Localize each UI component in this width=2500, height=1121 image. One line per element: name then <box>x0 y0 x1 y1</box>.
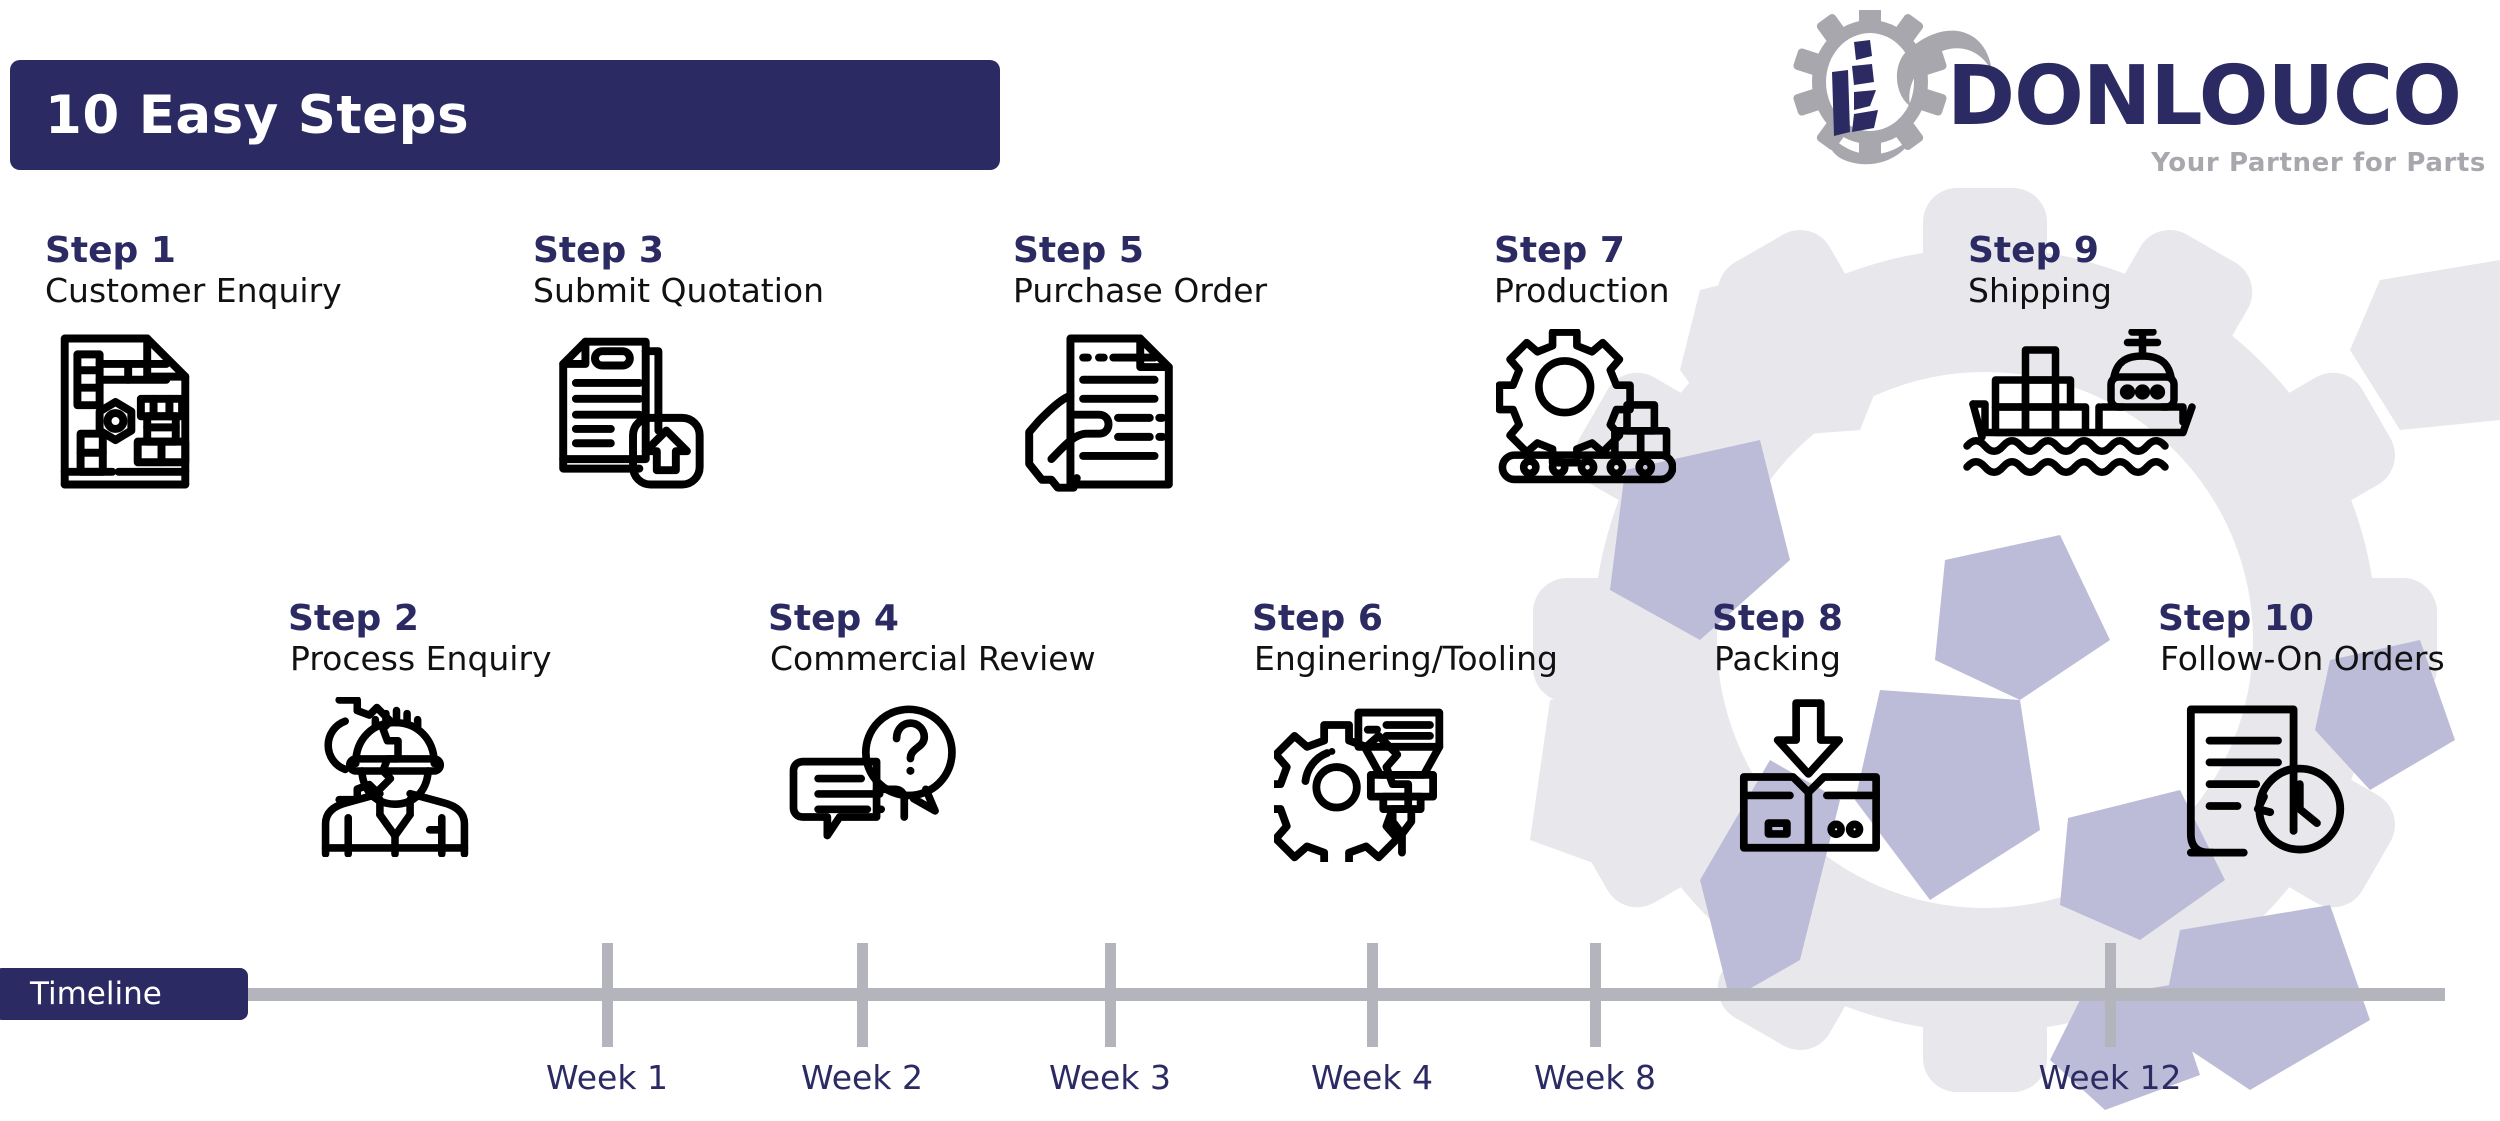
timeline-tick-week-2 <box>857 943 868 1047</box>
step-4-label: Commercial Review <box>770 639 1096 679</box>
step-2-label: Process Enquiry <box>290 639 552 679</box>
page-title: 10 Easy Steps <box>45 84 470 146</box>
step-8-label: Packing <box>1714 639 1841 679</box>
step-5-label: Purchase Order <box>1013 271 1268 311</box>
step-4: Step 4 Commercial Review <box>768 598 1096 857</box>
timeline-tick-week-8 <box>1590 943 1601 1047</box>
timeline-label-week-8: Week 8 <box>1534 1058 1656 1097</box>
document-clock-icon <box>2174 697 2445 862</box>
gear-logo-icon <box>1793 10 1992 165</box>
blueprint-document-icon <box>45 329 342 494</box>
step-10-number: Step 10 <box>2158 598 2314 639</box>
brand-name: DONLOUCO <box>1947 49 2462 144</box>
step-8: Step 8 Packing <box>1712 598 1899 857</box>
question-chat-icon <box>786 697 1096 857</box>
step-8-number: Step 8 <box>1712 598 1843 639</box>
timeline-tick-week-12 <box>2105 943 2116 1047</box>
timeline-badge: Timeline <box>0 968 248 1020</box>
company-logo: DONLOUCO Your Partner for Parts <box>1792 8 2492 183</box>
timeline-axis <box>0 988 2445 1001</box>
brand-tagline: Your Partner for Parts <box>2151 148 2486 178</box>
step-10-label: Follow-On Orders <box>2160 639 2445 679</box>
step-2: Step 2 Process Enquiry <box>288 598 552 857</box>
gear-milling-tool-icon <box>1274 697 1558 862</box>
step-2-number: Step 2 <box>288 598 419 639</box>
step-5-number: Step 5 <box>1013 230 1144 271</box>
engineer-gear-icon <box>310 696 552 857</box>
step-6-number: Step 6 <box>1252 598 1383 639</box>
title-banner: 10 Easy Steps <box>10 60 1000 170</box>
timeline-label-week-4: Week 4 <box>1311 1058 1433 1097</box>
step-6-label: Enginering/Tooling <box>1254 639 1558 679</box>
step-1: Step 1 Customer Enquiry <box>45 230 342 494</box>
step-9: Step 9 Shipping <box>1963 230 2198 479</box>
step-9-label: Shipping <box>1968 271 2112 311</box>
step-7-number: Step 7 <box>1494 230 1625 271</box>
timeline-badge-label: Timeline <box>30 975 162 1012</box>
step-3-number: Step 3 <box>533 230 664 271</box>
gear-conveyor-icon <box>1496 328 1676 484</box>
step-1-number: Step 1 <box>45 230 176 271</box>
timeline-label-week-2: Week 2 <box>801 1058 923 1097</box>
step-5: Step 5 Purchase Order <box>1013 230 1267 494</box>
step-7: Step 7 Production <box>1494 230 1676 484</box>
step-10: Step 10 Follow-On Orders <box>2158 598 2445 862</box>
step-3: Step 3 Submit Quotation <box>533 230 824 494</box>
timeline-label-week-1: Week 1 <box>546 1058 668 1097</box>
cargo-ship-icon <box>1958 328 2198 479</box>
step-4-number: Step 4 <box>768 598 899 639</box>
step-9-number: Step 9 <box>1968 230 2099 271</box>
timeline-label-week-12: Week 12 <box>2038 1058 2182 1097</box>
step-6: Step 6 Enginering/Tooling <box>1252 598 1558 862</box>
hand-document-icon <box>1019 329 1267 494</box>
step-1-label: Customer Enquiry <box>45 271 342 311</box>
timeline-tick-week-3 <box>1105 943 1116 1047</box>
timeline-label-week-3: Week 3 <box>1049 1058 1171 1097</box>
upload-documents-icon <box>541 329 824 494</box>
timeline-tick-week-1 <box>602 943 613 1047</box>
timeline-tick-week-4 <box>1367 943 1378 1047</box>
step-7-label: Production <box>1494 271 1670 311</box>
step-3-label: Submit Quotation <box>533 271 825 311</box>
box-packing-icon <box>1724 697 1899 857</box>
